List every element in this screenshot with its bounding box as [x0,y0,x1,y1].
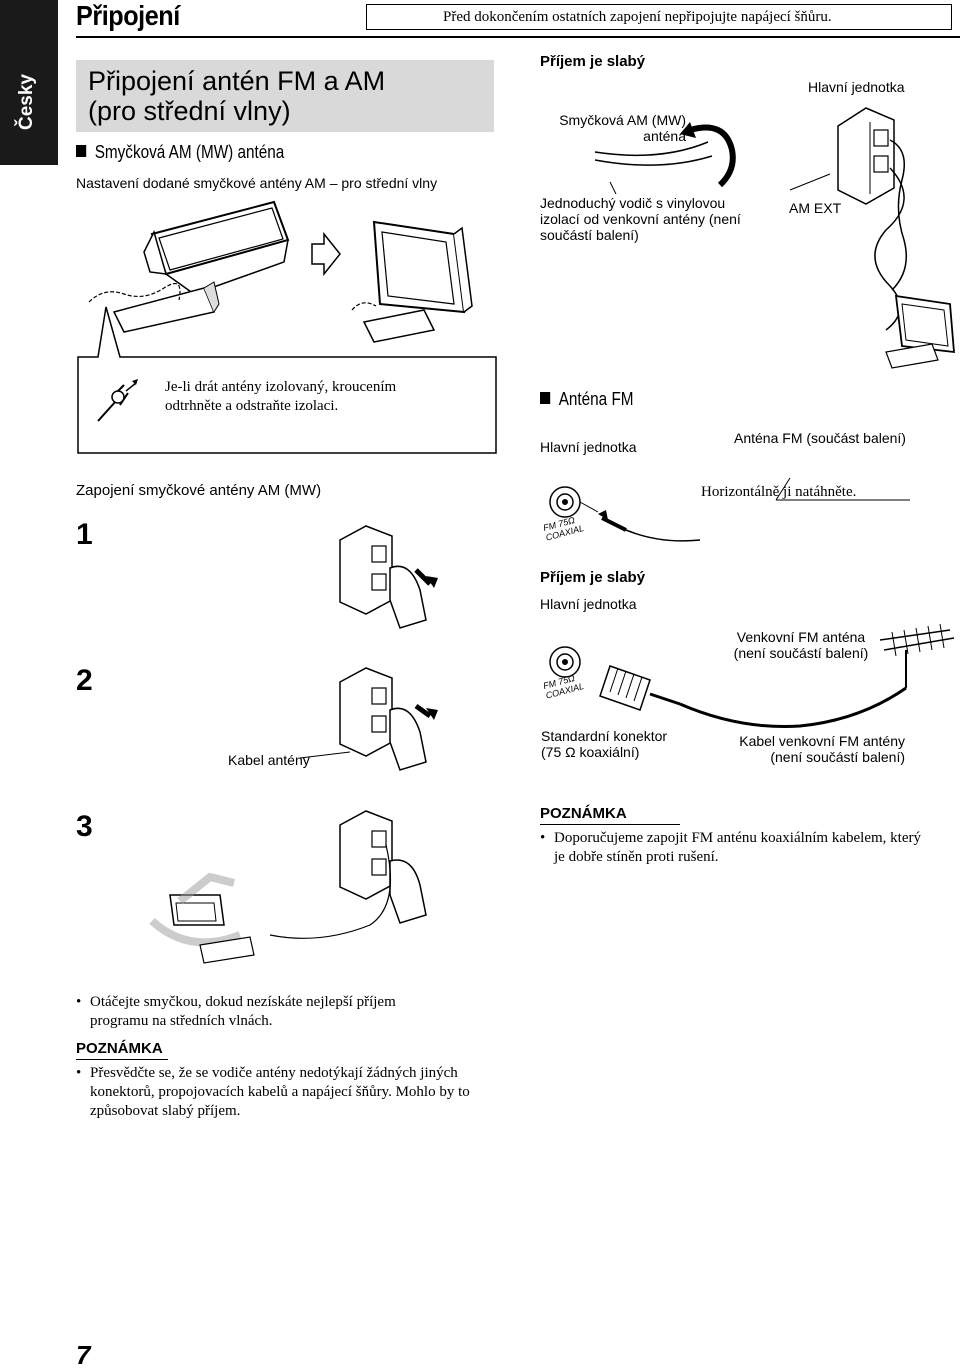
page-title: Připojení [76,0,180,31]
rotate-line1: Otáčejte smyčkou, dokud nezískáte nejlep… [90,994,396,1010]
am-connect-caption: Zapojení smyčkové antény AM (MW) [76,482,322,499]
am-note-line3: způsobovat slabý příjem. [90,1103,241,1119]
fm-supplied-label: Anténa FM (součást balení) [734,430,906,446]
am-note-line2: konektorů, propojovacích kabelů a napáje… [90,1084,470,1100]
warning-box: Před dokončením ostatních zapojení nepři… [366,4,952,30]
fm-cable-line2: (není součástí balení) [770,749,905,765]
am-loop-label-line1: Smyčková AM (MW) [559,112,686,128]
am-note-item: • Přesvědčte se, že se vodiče antény ned… [76,1064,506,1121]
section-title-line2: (pro střední vlny) [88,96,291,126]
step3-illustration [149,810,427,964]
am-antenna-heading: Smyčková AM (MW) anténa [76,142,284,163]
am-loop-label: Smyčková AM (MW) anténa [548,112,686,144]
bullet-icon: • [76,1065,82,1081]
title-rule [76,36,960,38]
page-number: 7 [76,1340,91,1370]
am-wire-line1: Jednoduchý vodič s vinylovou [540,195,726,211]
am-main-unit-label: Hlavní jednotka [808,79,905,95]
step1-illustration [339,525,438,629]
am-ext-label: AM EXT [789,200,842,216]
step-2: 2 [76,664,93,697]
bullet-icon: • [76,994,82,1010]
fm-antenna-heading: Anténa FM [540,389,634,410]
fm-connector-label: Standardní konektor (75 Ω koaxiální) [541,728,667,760]
language-tab-label: Česky [16,74,37,130]
fm-connector-line1: Standardní konektor [541,728,668,744]
strip-line1: Je-li drát antény izolovaný, kroucením [165,379,397,395]
am-note-heading: POZNÁMKA [76,1040,168,1060]
bullet-icon: • [540,830,546,846]
language-tab: Česky [0,0,58,165]
fm-weak-heading: Příjem je slabý [540,569,646,586]
rotate-line2: programu na středních vlnách. [90,1013,273,1029]
fm-note: POZNÁMKA • Doporučujeme zapojit FM antén… [540,805,940,867]
am-wire-label: Jednoduchý vodič s vinylovou izolací od … [540,195,741,243]
fm-connector-line2: (75 Ω koaxiální) [541,744,640,760]
step-1: 1 [76,518,93,551]
section-title-box: Připojení antén FM a AM (pro střední vln… [76,60,494,132]
fm-supplied-illustration [549,477,910,542]
step-3: 3 [76,810,93,843]
am-note: POZNÁMKA • Přesvědčte se, že se vodiče a… [76,1040,506,1121]
fm-note-line2: je dobře stíněn proti rušení. [554,849,719,865]
am-setup-caption: Nastavení dodané smyčkové antény AM – pr… [76,175,438,191]
step2-illustration [299,667,438,771]
fm-main-unit-label: Hlavní jednotka [540,439,637,455]
fm-note-line1: Doporučujeme zapojit FM anténu koaxiální… [554,830,921,846]
strip-insulation-text: Je-li drát antény izolovaný, kroucením o… [165,378,396,416]
fm-antenna-heading-text: Anténa FM [558,389,634,409]
rotate-instruction: • Otáčejte smyčkou, dokud nezískáte nejl… [76,993,510,1031]
am-wire-line2: izolací od venkovní antény (není [540,211,741,227]
strip-line2: odtrhněte a odstraňte izolaci. [165,398,339,414]
fm-extend-label: Horizontálně ji natáhněte. [701,484,857,500]
fm-cable-line1: Kabel venkovní FM antény [739,733,905,749]
fm-note-item: • Doporučujeme zapojit FM anténu koaxiál… [540,829,940,867]
am-loop-label-line2: anténa [643,128,686,144]
am-wire-line3: součástí balení) [540,227,639,243]
strip-insulation-box [77,306,497,454]
fm-main-unit-label-2: Hlavní jednotka [540,596,637,612]
section-title-line1: Připojení antén FM a AM [88,66,386,96]
fm-outdoor-label: Venkovní FM anténa (není součástí balení… [731,629,871,661]
fm-outdoor-line2: (není součástí balení) [733,645,869,661]
am-loop-setup-illustration [88,200,473,343]
square-bullet-icon [76,145,87,157]
fm-cable-label: Kabel venkovní FM antény (není součástí … [731,733,905,765]
section-title: Připojení antén FM a AM (pro střední vln… [88,66,385,126]
am-weak-illustration [594,107,955,369]
square-bullet-icon [540,392,551,404]
am-note-line1: Přesvědčte se, že se vodiče antény nedot… [90,1065,458,1081]
antenna-cable-label: Kabel antény [228,752,310,768]
am-weak-heading: Příjem je slabý [540,53,646,70]
am-antenna-heading-text: Smyčková AM (MW) anténa [94,142,285,162]
fm-outdoor-line1: Venkovní FM anténa [736,629,866,645]
fm-note-heading: POZNÁMKA [540,805,680,825]
fm-outdoor-illustration [549,623,955,728]
